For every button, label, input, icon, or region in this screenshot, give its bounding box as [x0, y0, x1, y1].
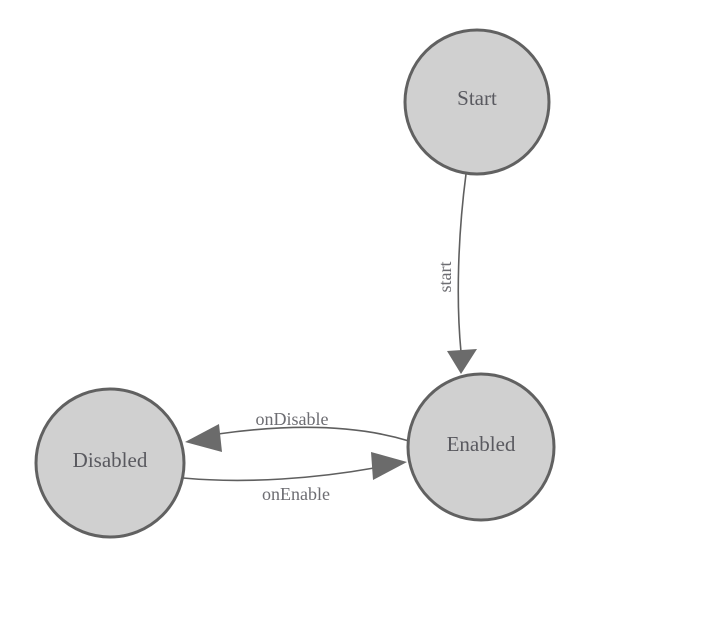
edge-start-to-enabled-label: start — [435, 262, 455, 293]
edge-start-to-enabled[interactable]: start — [435, 173, 477, 374]
edge-enabled-to-disabled-label: onDisable — [256, 409, 329, 429]
node-disabled[interactable]: Disabled — [34, 387, 186, 539]
edge-enabled-to-disabled-arrowhead-icon — [185, 424, 222, 452]
edge-disabled-to-enabled-label: onEnable — [262, 484, 330, 504]
node-start-label: Start — [457, 86, 497, 110]
edge-disabled-to-enabled[interactable]: onEnable — [182, 452, 407, 504]
edge-disabled-to-enabled-arrowhead-icon — [371, 452, 407, 480]
node-enabled[interactable]: Enabled — [406, 372, 556, 522]
edge-enabled-to-disabled-line — [217, 426, 410, 442]
node-enabled-label: Enabled — [447, 432, 516, 456]
edge-start-to-enabled-arrowhead-icon — [447, 349, 477, 374]
node-disabled-label: Disabled — [73, 448, 148, 472]
node-start-shape — [403, 28, 551, 176]
edge-disabled-to-enabled-line — [182, 467, 375, 482]
node-disabled-shape — [34, 387, 186, 539]
edge-enabled-to-disabled[interactable]: onDisable — [185, 409, 410, 452]
edge-start-to-enabled-line — [457, 173, 467, 353]
node-enabled-shape — [406, 372, 556, 522]
node-start[interactable]: Start — [403, 28, 551, 176]
